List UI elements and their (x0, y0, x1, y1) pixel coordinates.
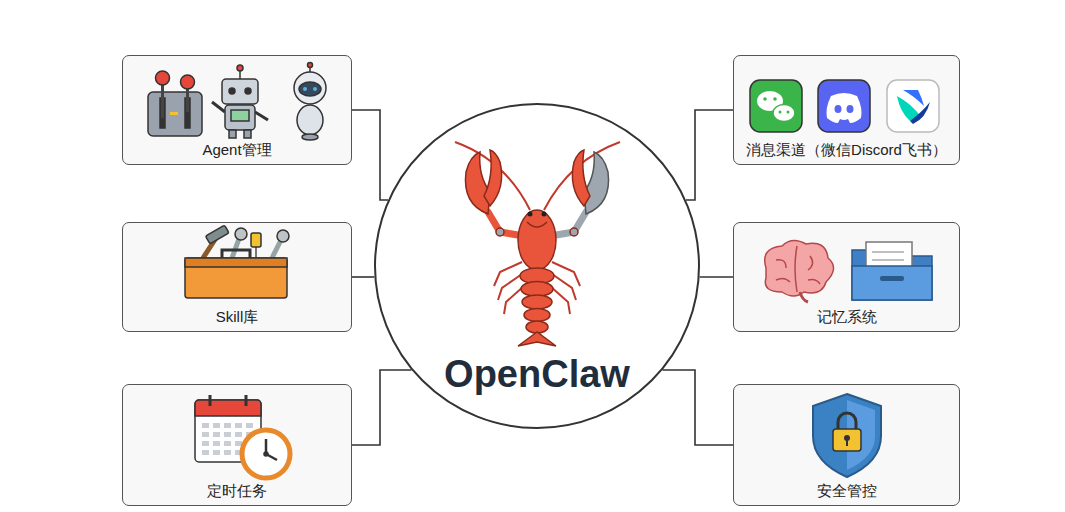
box-label: Agent管理 (202, 141, 271, 159)
hub-circle: OpenClaw (374, 103, 700, 429)
feature-box: Skill库 (122, 222, 352, 332)
connector (663, 370, 734, 445)
brain-icon (765, 240, 834, 302)
feature-box: 消息渠道（微信Discord飞书） (733, 55, 960, 165)
feature-box: 定时任务 (122, 384, 352, 506)
wechat-logo (750, 80, 802, 132)
shield-icon (813, 394, 881, 477)
folder-icon (852, 242, 932, 300)
feishu-logo (887, 80, 939, 132)
box-label: 安全管控 (817, 482, 877, 500)
box-label: 消息渠道（微信Discord飞书） (746, 141, 947, 159)
lever-panel-icon (148, 71, 202, 136)
robot-icon (212, 65, 268, 138)
connector (700, 276, 733, 278)
connector (686, 110, 733, 200)
box-label: 记忆系统 (817, 308, 877, 326)
lobster-illustration (455, 142, 620, 346)
robot-icon (294, 63, 326, 141)
connector (352, 276, 374, 278)
box-ground (122, 55, 960, 506)
box-label: Skill库 (216, 308, 259, 326)
toolbox-icon (185, 225, 289, 298)
connector (352, 370, 412, 445)
connector (352, 110, 388, 200)
hub-ground (374, 103, 700, 429)
feature-box: Agent管理 (122, 55, 352, 165)
discord-logo (818, 80, 870, 132)
box-label: 定时任务 (207, 482, 267, 500)
feature-box: 记忆系统 (733, 222, 960, 332)
feature-box: 安全管控 (733, 384, 960, 506)
hub-title: OpenClaw (376, 353, 698, 395)
clock-icon (242, 430, 290, 478)
